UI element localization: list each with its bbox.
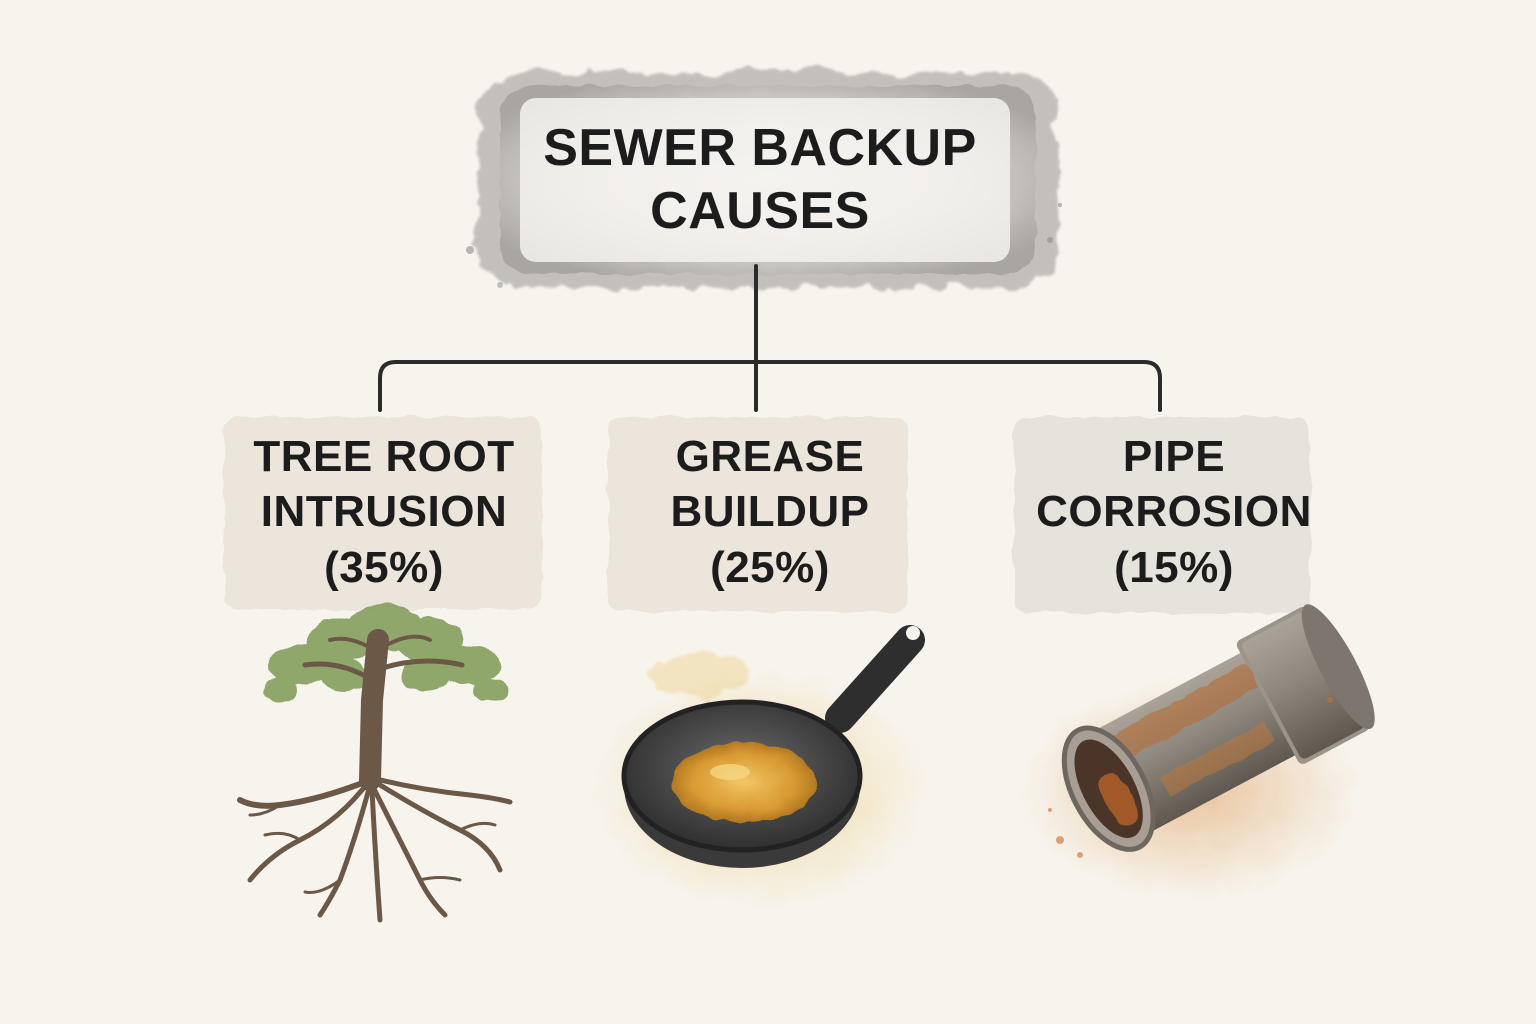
cause-percent: (35%) xyxy=(324,542,444,592)
frying-pan-icon xyxy=(590,625,930,910)
cause-box-pipe-corrosion: PIPE CORROSION (15%) xyxy=(1014,417,1334,607)
cause-line-1: PIPE xyxy=(1122,431,1226,481)
cause-box-grease: GREASE BUILDUP (25%) xyxy=(610,417,930,607)
cause-line-1: TREE ROOT xyxy=(253,431,515,481)
title-line-1: SEWER BACKUP xyxy=(543,118,977,177)
cause-line-2: BUILDUP xyxy=(670,487,870,537)
cause-box-washes xyxy=(224,417,1310,613)
corroded-pipe-icon xyxy=(1020,604,1375,900)
cause-percent: (25%) xyxy=(710,542,830,592)
cause-line-1: GREASE xyxy=(675,431,865,481)
tree-roots-icon xyxy=(237,604,513,923)
cause-percent: (15%) xyxy=(1114,542,1234,592)
title-wash xyxy=(466,72,1062,288)
cause-line-2: CORROSION xyxy=(1036,487,1312,537)
cause-line-2: INTRUSION xyxy=(260,487,508,537)
diagram-title: SEWER BACKUP CAUSES xyxy=(520,95,1000,265)
connector-lines xyxy=(378,264,1162,412)
cause-box-tree-root: TREE ROOT INTRUSION (35%) xyxy=(224,417,544,607)
title-line-2: CAUSES xyxy=(650,182,870,240)
